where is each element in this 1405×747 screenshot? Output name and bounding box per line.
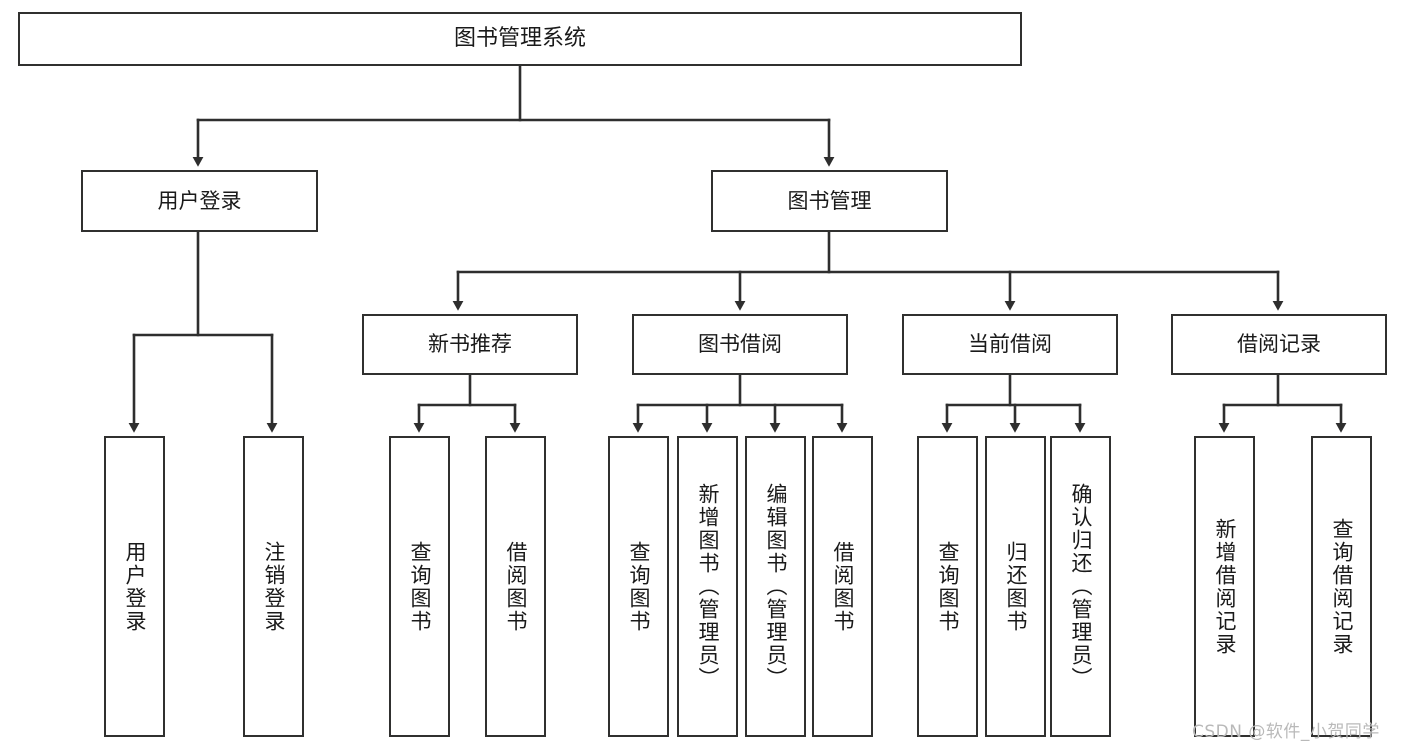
node-leaf-borrow-book-1[interactable]: 借阅图书	[485, 436, 546, 737]
node-label: 新增图书（管理员）	[696, 483, 720, 690]
node-leaf-query-book-2[interactable]: 查询图书	[608, 436, 669, 737]
node-root-system[interactable]: 图书管理系统	[18, 12, 1022, 66]
node-label: 查询图书	[936, 540, 960, 633]
node-label: 查询借阅记录	[1330, 517, 1354, 656]
node-label: 借阅记录	[1237, 332, 1321, 357]
node-leaf-edit-book[interactable]: 编辑图书（管理员）	[745, 436, 806, 737]
node-label: 确认归还（管理员）	[1069, 483, 1093, 690]
node-label: 注销登录	[262, 540, 286, 633]
node-leaf-logout[interactable]: 注销登录	[243, 436, 304, 737]
node-label: 用户登录	[157, 188, 242, 213]
node-new-book-recommend[interactable]: 新书推荐	[362, 314, 578, 375]
node-label: 图书借阅	[698, 332, 782, 357]
node-label: 借阅图书	[504, 540, 528, 633]
node-label: 查询图书	[627, 540, 651, 633]
node-label: 图书管理系统	[453, 26, 586, 52]
node-label: 新增借阅记录	[1213, 517, 1237, 656]
node-leaf-user-login[interactable]: 用户登录	[104, 436, 165, 737]
node-label: 编辑图书（管理员）	[764, 483, 788, 690]
node-borrow-record[interactable]: 借阅记录	[1171, 314, 1387, 375]
node-current-borrow[interactable]: 当前借阅	[902, 314, 1118, 375]
node-label: 查询图书	[408, 540, 432, 633]
node-label: 归还图书	[1004, 540, 1028, 633]
node-leaf-borrow-book-2[interactable]: 借阅图书	[812, 436, 873, 737]
node-label: 借阅图书	[831, 540, 855, 633]
node-leaf-query-book-3[interactable]: 查询图书	[917, 436, 978, 737]
node-label: 图书管理	[787, 188, 872, 213]
node-leaf-query-record[interactable]: 查询借阅记录	[1311, 436, 1372, 737]
node-leaf-confirm-return[interactable]: 确认归还（管理员）	[1050, 436, 1111, 737]
node-book-manage[interactable]: 图书管理	[711, 170, 948, 232]
node-label: 用户登录	[123, 540, 147, 633]
node-label: 当前借阅	[968, 332, 1052, 357]
node-book-borrow[interactable]: 图书借阅	[632, 314, 848, 375]
node-leaf-add-book[interactable]: 新增图书（管理员）	[677, 436, 738, 737]
csdn-watermark: CSDN @软件_小贺同学	[1192, 722, 1380, 742]
node-leaf-return-book[interactable]: 归还图书	[985, 436, 1046, 737]
node-leaf-add-record[interactable]: 新增借阅记录	[1194, 436, 1255, 737]
node-label: 新书推荐	[428, 332, 512, 357]
node-user-login[interactable]: 用户登录	[81, 170, 318, 232]
node-leaf-query-book-1[interactable]: 查询图书	[389, 436, 450, 737]
